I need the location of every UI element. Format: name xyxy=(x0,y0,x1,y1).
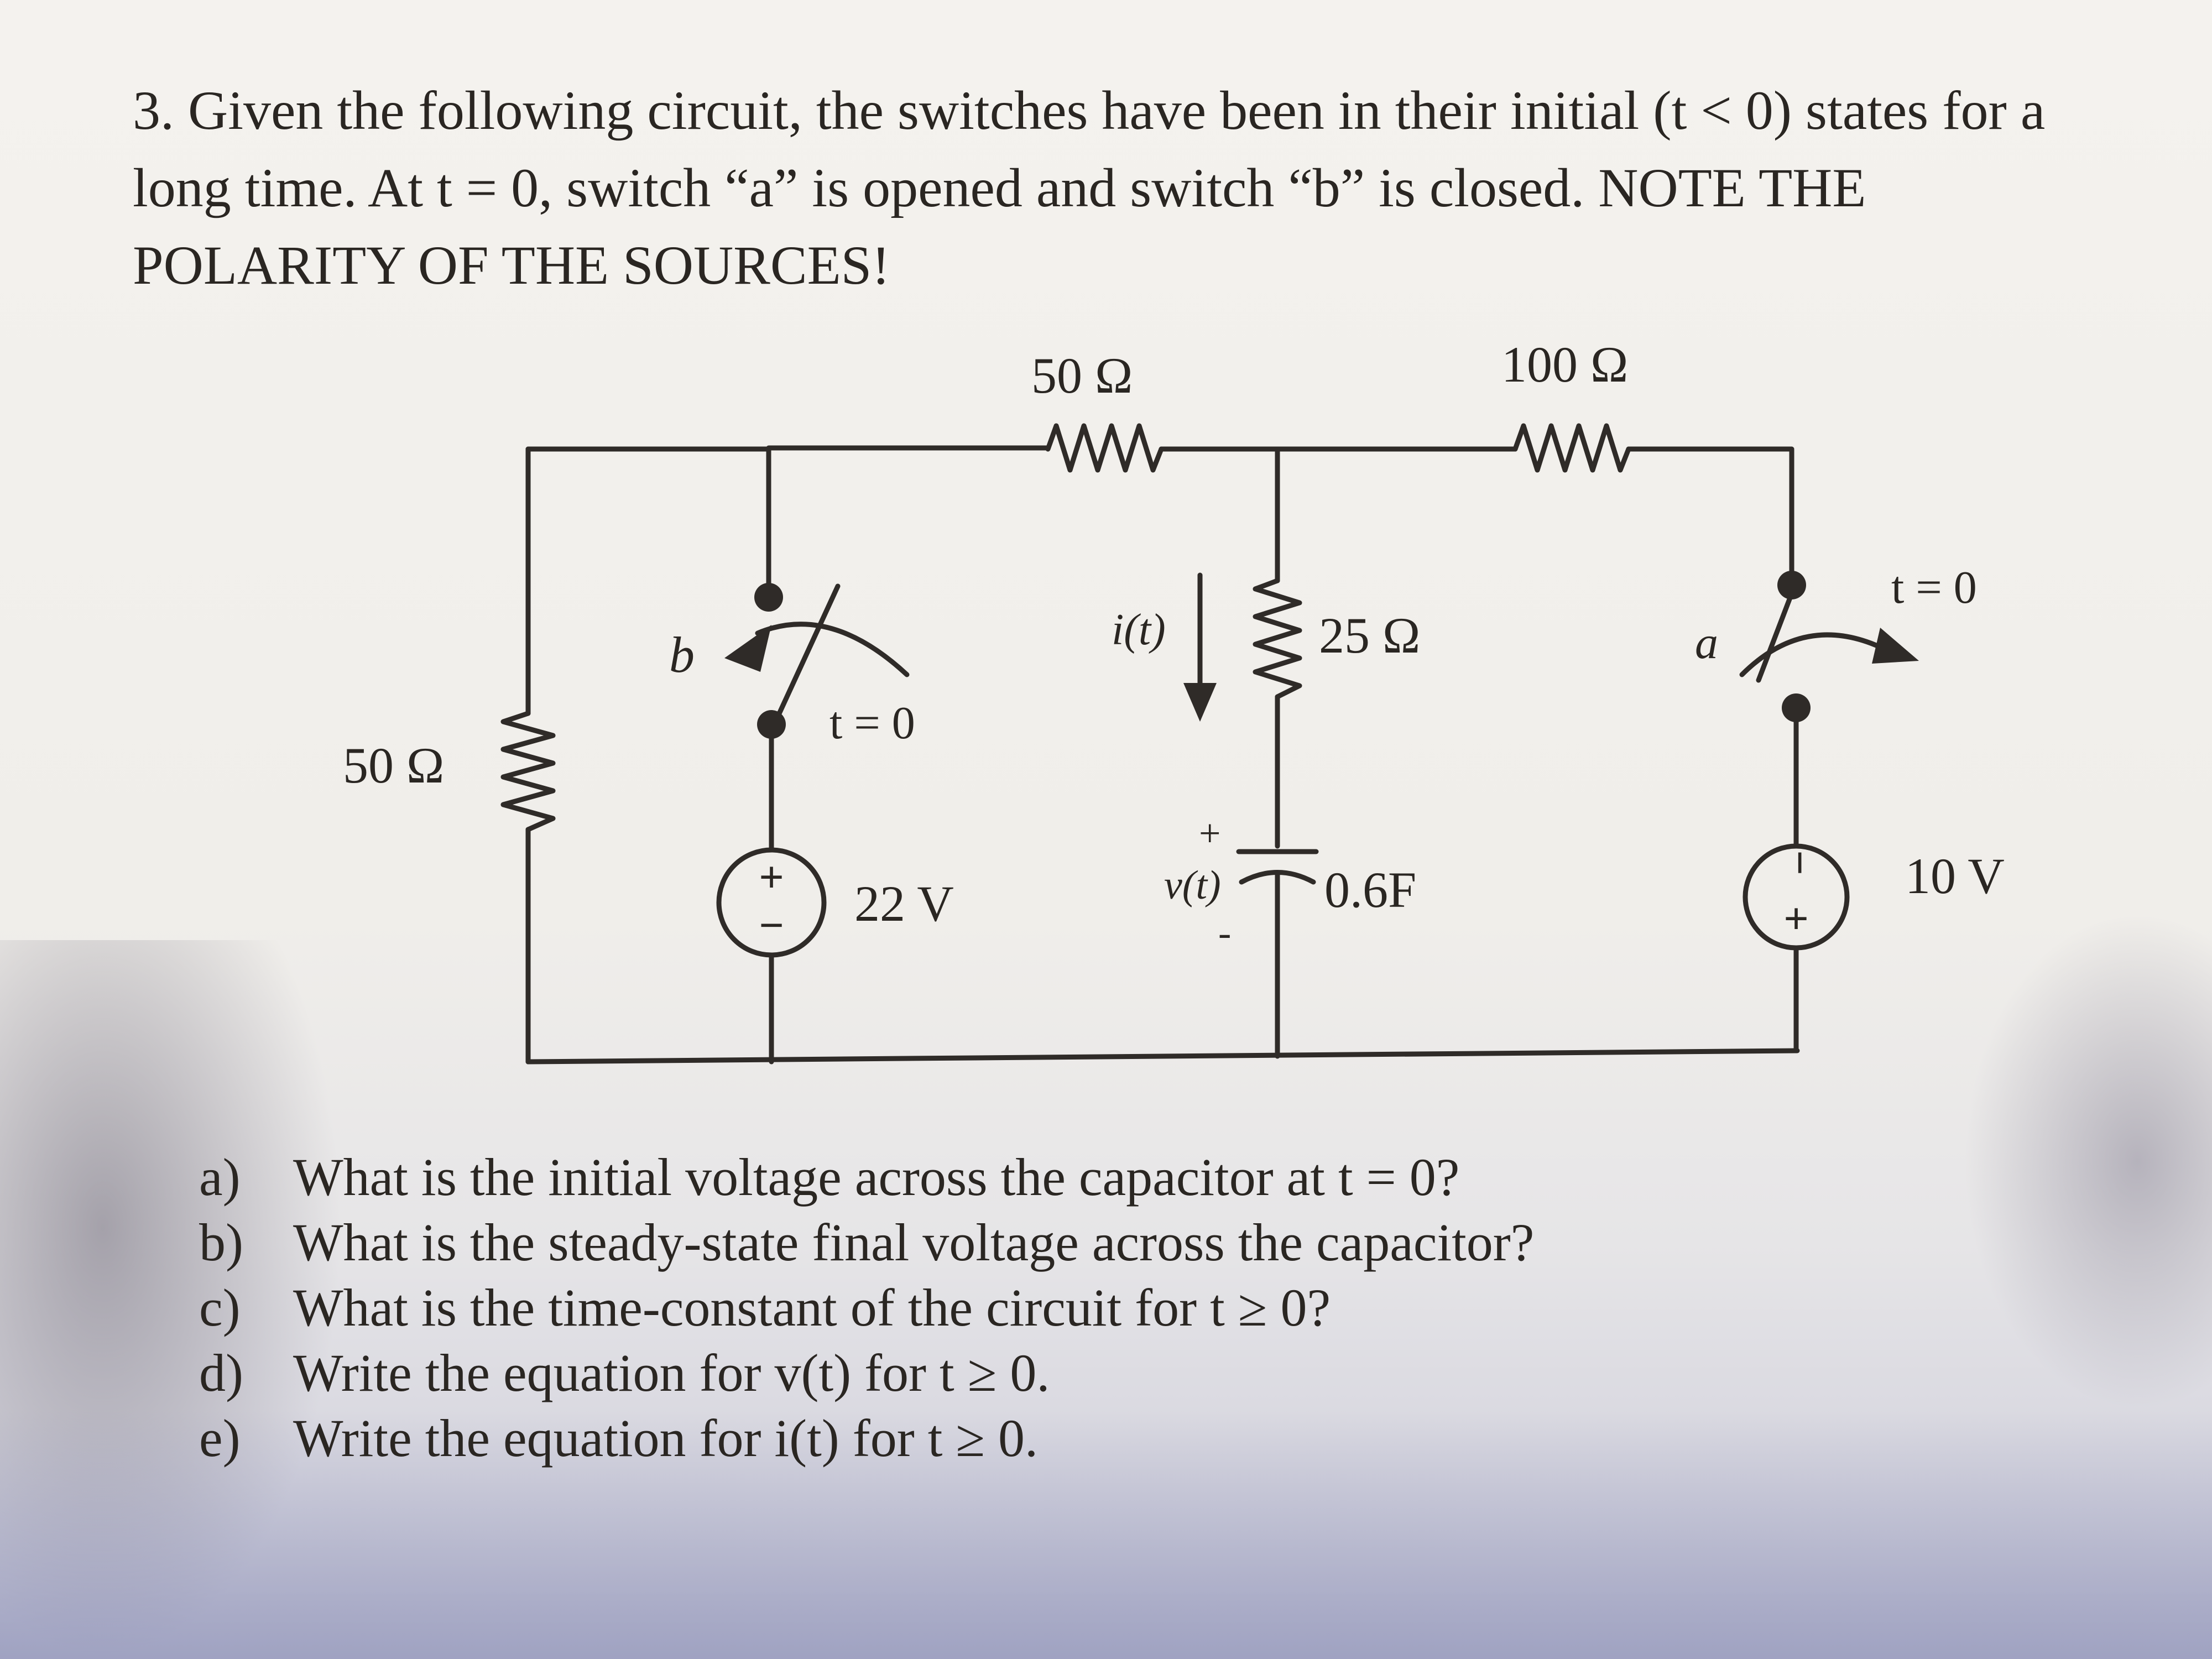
switch-a-arrow-head xyxy=(1872,628,1919,664)
label-source-10v: 10 V xyxy=(1905,848,2005,904)
switch-a-top-contact xyxy=(1777,571,1806,599)
label-capacitor: 0.6F xyxy=(1324,862,1416,918)
label-cap-voltage: v(t) xyxy=(1164,863,1221,908)
switch-a-arc xyxy=(1739,632,1894,677)
label-r-top-right: 100 Ω xyxy=(1501,336,1628,393)
problem-number: 3. xyxy=(133,80,174,141)
label-switch-a: a xyxy=(1695,617,1718,669)
label-source-22v: 22 V xyxy=(854,875,954,932)
source-10v-minus: − xyxy=(1775,850,1824,875)
shadow-bottom xyxy=(0,1410,2212,1659)
question-a: a)What is the initial voltage across the… xyxy=(199,1147,1460,1207)
bottom-wire xyxy=(525,1048,1800,1065)
current-arrow-head xyxy=(1183,683,1217,722)
problem-line-3: POLARITY OF THE SOURCES! xyxy=(133,234,890,296)
top-wire-right xyxy=(1626,446,1794,583)
label-switch-a-time: t = 0 xyxy=(1891,562,1977,613)
source-10v-plus: + xyxy=(1783,895,1809,943)
source-22v-plus: + xyxy=(759,853,784,902)
label-cap-plus: + xyxy=(1199,812,1220,855)
resistor-left xyxy=(500,711,556,832)
question-c: c)What is the time-constant of the circu… xyxy=(199,1278,1331,1337)
label-r-left: 50 Ω xyxy=(343,737,444,794)
switch-a-bottom-contact xyxy=(1782,693,1811,722)
question-d: d)Write the equation for v(t) for t ≥ 0. xyxy=(199,1343,1050,1402)
switch-a-blade xyxy=(1756,583,1797,683)
top-wire-left xyxy=(525,445,1051,452)
label-current: i(t) xyxy=(1112,606,1166,654)
resistor-top-left xyxy=(1045,423,1164,473)
switch-b-arrow-head xyxy=(724,625,771,672)
switch-b-bottom-contact xyxy=(757,710,786,739)
shadow-right xyxy=(1963,912,2212,1410)
resistor-middle xyxy=(1253,578,1302,700)
problem-line-2: long time. At t = 0, switch “a” is opene… xyxy=(133,157,1866,218)
source-22v xyxy=(716,847,827,958)
question-b: b)What is the steady-state final voltage… xyxy=(199,1213,1535,1272)
problem-line-1: 3. Given the following circuit, the swit… xyxy=(133,80,2046,141)
source-22v-minus: − xyxy=(759,901,784,950)
resistor-top-right xyxy=(1512,423,1631,473)
label-cap-minus: - xyxy=(1218,912,1231,954)
source-10v xyxy=(1743,843,1850,951)
switch-b-top-contact xyxy=(754,583,783,612)
problem-statement: 3. Given the following circuit, the swit… xyxy=(133,72,2124,304)
label-switch-b: b xyxy=(669,627,695,683)
switch-b-arc xyxy=(755,622,910,677)
question-e: e)Write the equation for i(t) for t ≥ 0. xyxy=(199,1408,1039,1468)
switch-b-blade xyxy=(771,583,841,727)
label-r-top-left: 50 Ω xyxy=(1031,347,1133,404)
question-list: a)What is the initial voltage across the… xyxy=(199,1145,1534,1471)
label-r-middle: 25 Ω xyxy=(1319,607,1420,664)
label-switch-b-time: t = 0 xyxy=(830,697,915,749)
